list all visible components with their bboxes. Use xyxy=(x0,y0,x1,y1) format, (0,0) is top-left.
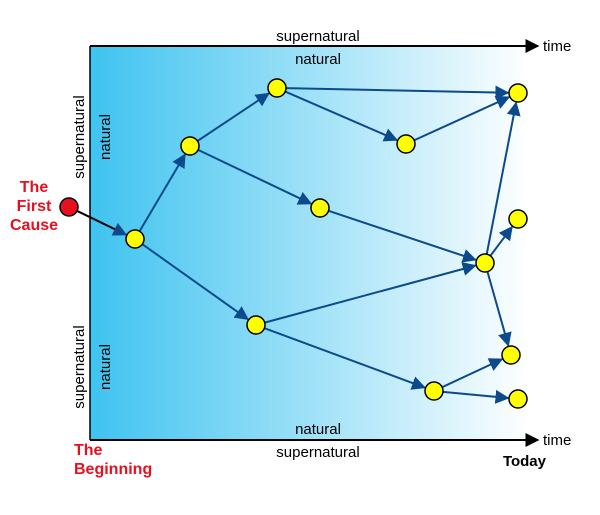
left-bottom-natural-label: natural xyxy=(97,344,114,390)
edge-n8-to-n10 xyxy=(486,271,512,347)
bottom-supernatural-label: supernatural xyxy=(276,444,359,461)
first-cause-line-1: The xyxy=(20,179,49,196)
edge-n4-to-n6 xyxy=(285,85,510,100)
edge-n3-to-n8 xyxy=(264,262,477,324)
edge-n1-to-n3 xyxy=(141,243,249,321)
event-node-n1 xyxy=(125,229,145,249)
event-node-n3 xyxy=(246,315,266,335)
nodes xyxy=(59,78,528,409)
edge-n8-to-n6 xyxy=(485,101,521,255)
event-node-n10 xyxy=(501,345,521,365)
left-top-supernatural-label: supernatural xyxy=(71,95,88,178)
event-node-n5 xyxy=(310,198,330,218)
bottom-natural-label: natural xyxy=(295,421,341,438)
event-node-n6 xyxy=(508,83,528,103)
beginning-line-2: Beginning xyxy=(74,461,152,478)
left-bottom-supernatural-label: supernatural xyxy=(71,325,88,408)
first-cause-line-2: First xyxy=(17,198,52,215)
first-cause-node xyxy=(59,197,79,217)
edge-n3-to-n11 xyxy=(264,327,426,390)
time-label-top: time xyxy=(543,38,571,55)
edge-n7-to-n6 xyxy=(413,95,511,142)
event-node-n2 xyxy=(180,136,200,156)
edge-n11-to-n12 xyxy=(441,358,504,389)
top-natural-label: natural xyxy=(295,51,341,68)
time-label-bottom: time xyxy=(543,432,571,449)
first-cause-label: The First Cause xyxy=(10,179,58,234)
top-supernatural-label: supernatural xyxy=(276,28,359,45)
beginning-line-1: The xyxy=(74,442,103,459)
first-cause-line-3: Cause xyxy=(10,217,58,234)
today-label: Today xyxy=(503,453,547,470)
edge-n4-to-n7 xyxy=(284,90,399,142)
edge-n5-to-n8 xyxy=(328,209,477,263)
edges xyxy=(76,85,521,404)
beginning-label: The Beginning xyxy=(74,442,152,478)
natural-region xyxy=(90,47,530,439)
event-node-n9 xyxy=(508,209,528,229)
event-node-n8 xyxy=(475,253,495,273)
event-node-n11 xyxy=(424,381,444,401)
left-top-natural-label: natural xyxy=(97,114,114,160)
event-node-n13 xyxy=(508,389,528,409)
edge-n11-to-n13 xyxy=(442,389,510,404)
edge-n2-to-n5 xyxy=(197,148,313,205)
edge-n2-to-n4 xyxy=(196,92,270,142)
event-node-n4 xyxy=(267,78,287,98)
event-node-n7 xyxy=(396,134,416,154)
edge-first-cause-to-n1 xyxy=(76,210,128,236)
edge-n8-to-n9 xyxy=(489,225,513,257)
edge-n1-to-n2 xyxy=(138,153,186,232)
